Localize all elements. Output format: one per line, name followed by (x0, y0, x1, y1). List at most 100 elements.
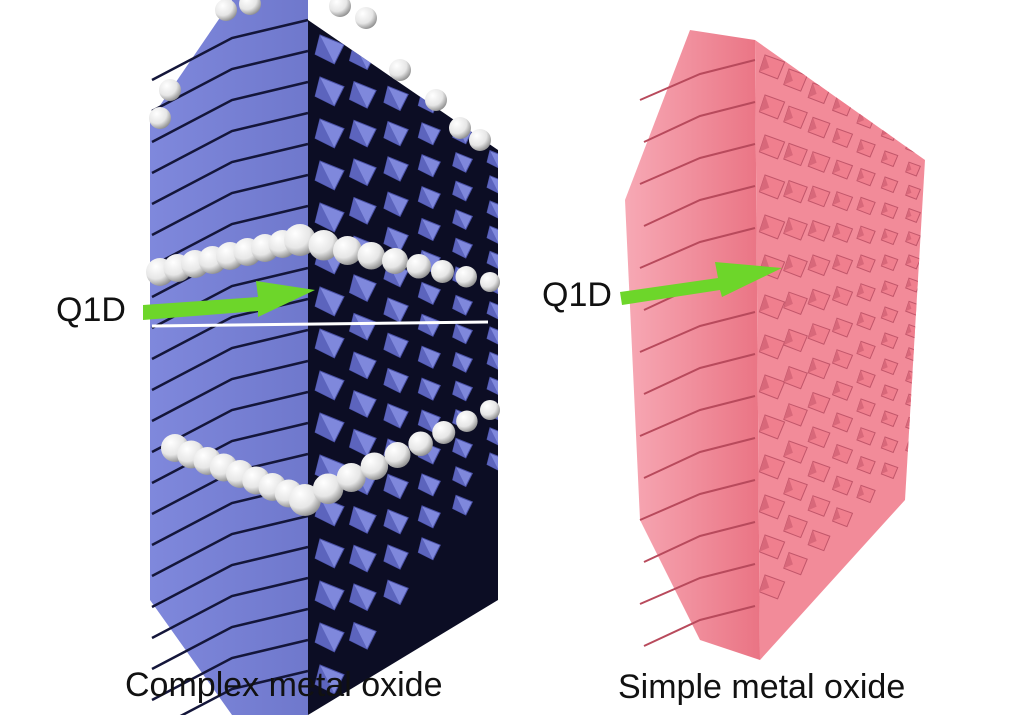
simple-oxide-structure (625, 30, 925, 660)
octahedron-shade (383, 297, 401, 323)
atom (408, 431, 433, 456)
octahedron-shade (383, 544, 401, 570)
octahedron-shade (905, 231, 912, 242)
octahedron-shade (487, 377, 498, 395)
octahedron-shade (349, 545, 368, 572)
octahedron-shade (808, 323, 817, 339)
octahedron-shade (808, 461, 817, 476)
slab-line (151, 328, 309, 392)
octahedron-shade (856, 456, 865, 469)
octahedron-shade (418, 410, 433, 433)
octahedron-shade (808, 289, 817, 304)
q1d-arrow-left (143, 281, 315, 320)
octahedron-shade (783, 217, 793, 234)
octahedron-shade (487, 150, 498, 168)
octahedron-shade (418, 346, 433, 369)
atom (357, 242, 385, 270)
atom (449, 117, 471, 139)
slab-line (151, 204, 309, 268)
octahedron-shade (832, 160, 841, 174)
slab-line (639, 227, 756, 269)
slab-line (151, 111, 309, 175)
octahedron-shade (349, 583, 368, 611)
octahedron-shade (905, 347, 912, 358)
slab-line (151, 49, 309, 113)
octahedron-shade (487, 301, 498, 320)
atom (382, 248, 408, 274)
octahedron (486, 99, 498, 119)
octahedron-shade (759, 335, 770, 352)
octahedron-shade (383, 403, 401, 428)
atom (215, 0, 237, 21)
octahedron-shade (808, 495, 817, 511)
atom (469, 129, 491, 151)
octahedron-shade (783, 515, 793, 532)
octahedron-shade (808, 530, 817, 545)
octahedron-shade (487, 100, 498, 118)
octahedron-shade (856, 226, 865, 239)
octahedron-shade (418, 378, 433, 401)
octahedron-shade (856, 283, 865, 296)
atom (425, 89, 447, 111)
atom (360, 452, 389, 480)
atom (480, 272, 500, 292)
octahedron-shade (881, 177, 888, 188)
octahedron-shade (881, 255, 888, 266)
slab-line (151, 142, 309, 206)
octahedron-shade (856, 370, 865, 383)
octahedron-shade (759, 535, 770, 552)
octahedron-shade (905, 394, 912, 404)
octahedron-shade (881, 281, 888, 292)
atom (432, 421, 456, 444)
octahedron-shade (315, 623, 335, 652)
complex-oxide-front-face (308, 20, 498, 715)
slab-line (643, 605, 756, 647)
octahedron-shade (349, 622, 368, 650)
octahedron-shade (808, 220, 817, 236)
slab-line (643, 185, 756, 227)
q1d-cut-line (151, 320, 489, 328)
octahedron-shade (383, 192, 401, 217)
octahedron-shade (315, 119, 335, 148)
octahedron-shade (452, 295, 466, 316)
atom (480, 400, 500, 420)
octahedron-shade (315, 287, 335, 316)
octahedron-shade (783, 329, 793, 346)
octahedron-shade (881, 463, 888, 474)
octahedron (486, 74, 498, 93)
octahedron-shade (452, 95, 466, 116)
octahedron-shade (856, 312, 865, 325)
slab-line (639, 479, 756, 521)
slab-line (151, 638, 309, 702)
octahedron-shade (487, 75, 498, 93)
octahedron-shade (905, 208, 912, 219)
octahedron-shade (881, 359, 888, 370)
octahedron-shade (856, 111, 865, 124)
atom (284, 224, 316, 256)
slab-line (151, 359, 309, 423)
octahedron-shade (783, 552, 793, 569)
octahedron-shade (759, 215, 770, 232)
q1d-label-right: Q1D (542, 276, 612, 314)
octahedron-shade (759, 495, 770, 512)
octahedron-shade (487, 251, 498, 269)
atom (455, 266, 477, 288)
octahedron-shade (418, 314, 433, 337)
octahedron-shade (452, 181, 466, 201)
slab-line (151, 18, 309, 82)
octahedron-shade (905, 301, 912, 312)
octahedron-shade (759, 175, 770, 192)
octahedron (452, 94, 474, 116)
octahedron-shade (783, 106, 793, 122)
octahedron-shade (383, 86, 401, 111)
octahedron-shade (315, 665, 335, 694)
atom (431, 260, 454, 283)
octahedron-shade (759, 135, 770, 152)
octahedron-shade (783, 403, 793, 420)
octahedron-shade (315, 77, 335, 106)
atom (159, 79, 181, 101)
octahedron-shade (808, 117, 817, 132)
octahedron-shade (418, 122, 433, 145)
slab-line (639, 395, 756, 437)
octahedron-shade (315, 35, 335, 64)
